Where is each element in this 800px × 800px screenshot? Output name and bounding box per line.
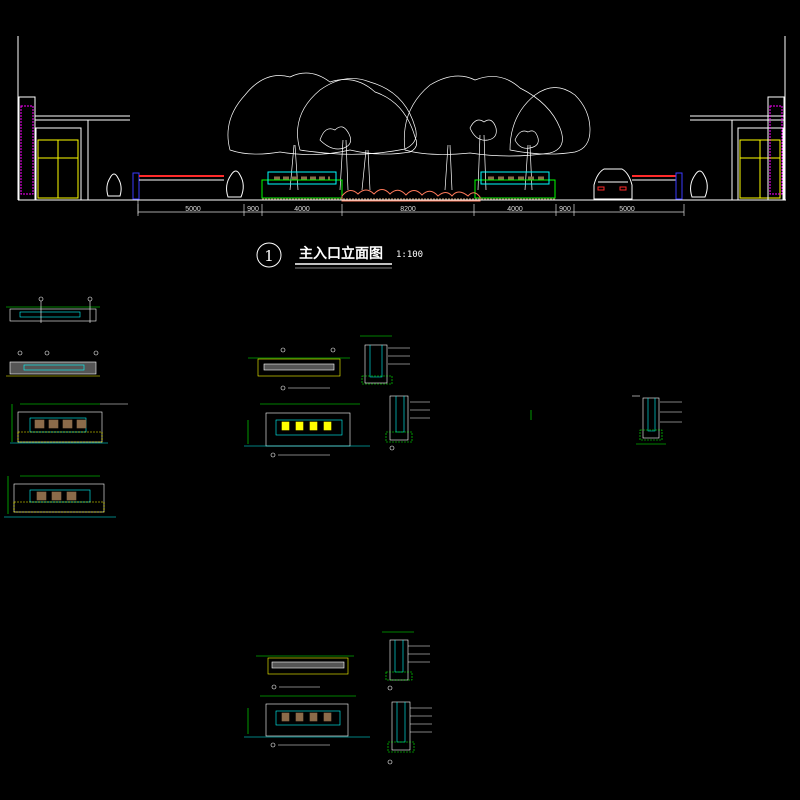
left-barrier	[132, 170, 244, 200]
dim-label: 900	[559, 206, 571, 213]
entrance-sign-walls	[261, 171, 556, 202]
middle-detail-drawings	[244, 335, 430, 458]
right-barrier	[632, 170, 708, 200]
lower-sign-section-b	[387, 701, 432, 765]
sign-elevation	[244, 403, 370, 458]
dim-label: 900	[247, 206, 259, 213]
drawing-scale: 1:100	[396, 250, 423, 260]
left-guard-house	[17, 36, 130, 201]
dimension-line	[137, 204, 685, 216]
detail-number-circle	[256, 242, 282, 268]
elevation-detail-1	[10, 403, 128, 444]
plan-detail-2	[6, 350, 100, 377]
left-detail-drawings	[4, 296, 128, 518]
dim-label: 5000	[185, 206, 201, 213]
lower-sign-plan	[256, 655, 354, 690]
drawing-title-block: 1 主入口立面图 1:100	[256, 242, 423, 269]
car	[593, 168, 633, 200]
dimension-labels: 5000 900 4000 8200 4000 900 5000	[185, 206, 635, 213]
main-entrance-elevation	[17, 36, 786, 216]
dim-label: 4000	[507, 206, 523, 213]
lower-sign-elevation	[244, 695, 370, 748]
lower-sign-section-a	[382, 631, 430, 691]
elevation-detail-2	[4, 475, 116, 518]
right-detail-drawing	[530, 395, 682, 445]
bottom-detail-drawings	[244, 631, 432, 765]
dim-label: 4000	[294, 206, 310, 213]
tree-canopies	[227, 72, 591, 191]
sign-section-b	[385, 395, 430, 451]
detail-number: 1	[264, 247, 274, 265]
sign-section-a	[360, 335, 410, 385]
dim-label: 8200	[400, 206, 416, 213]
drawing-title: 主入口立面图	[299, 245, 383, 262]
sign-plan	[248, 347, 350, 391]
dim-label: 5000	[619, 206, 635, 213]
plan-detail-1	[6, 296, 100, 323]
